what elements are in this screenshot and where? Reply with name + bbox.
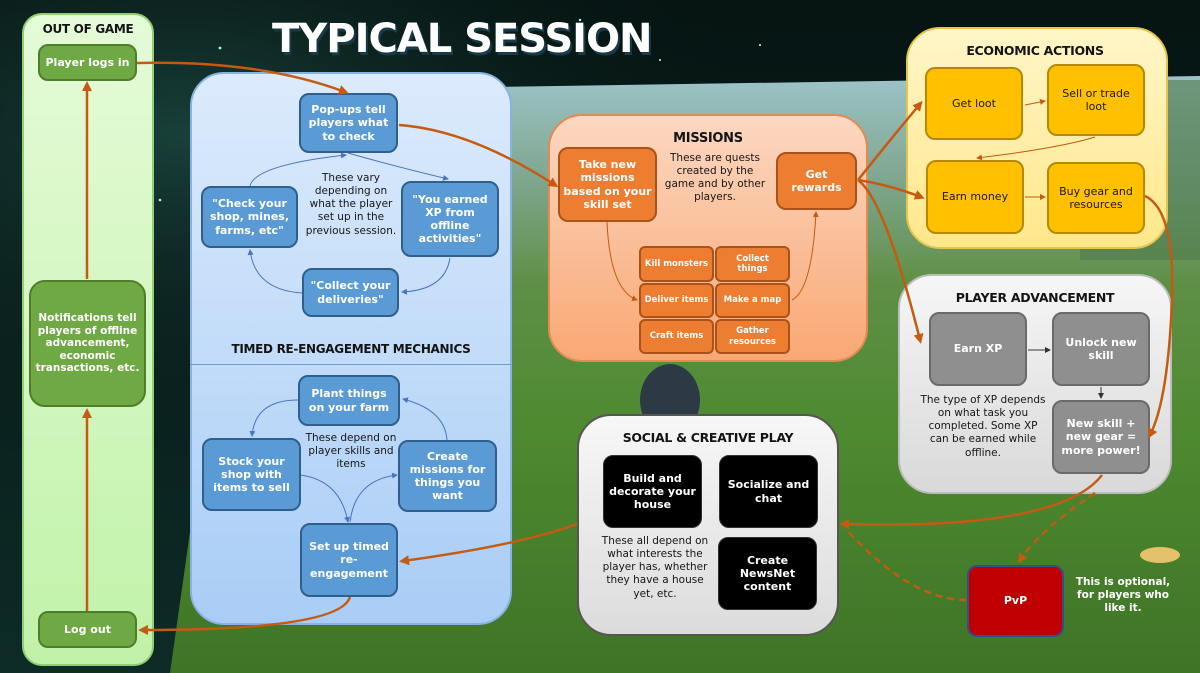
panel-divider [190,364,512,365]
advancement-note: The type of XP depends on what task you … [920,394,1046,459]
economic-heading: ECONOMIC ACTIONS [966,43,1104,58]
missions-heading: MISSIONS [673,131,743,146]
popups-box: Pop-ups tell players what to check [299,93,398,153]
social-heading: SOCIAL & CREATIVE PLAY [622,430,794,445]
popups-note: These vary depending on what the player … [305,172,397,237]
pvp-note: This is optional, for players who like i… [1075,576,1171,615]
notifications-box: Notifications tell players of offline ad… [29,280,146,407]
setup-timed-box: Set up timed re-engagement [300,523,398,597]
mission-type-collect: Collect things [715,246,790,282]
sell-loot-box: Sell or trade loot [1047,64,1145,136]
get-loot-box: Get loot [925,67,1023,140]
missions-note: These are quests created by the game and… [664,152,766,204]
mission-type-craft: Craft items [639,319,714,354]
newsnet-box: Create NewsNet content [718,537,817,610]
earn-xp-box: Earn XP [929,312,1027,386]
earned-xp-box: "You earned XP from offline activities" [401,181,499,257]
mission-type-kill: Kill monsters [639,246,714,282]
timed-heading: TIMED RE-ENGAGEMENT MECHANICS [231,342,471,356]
more-power-box: New skill + new gear = more power! [1052,400,1150,474]
timed-note: These depend on player skills and items [305,432,397,471]
login-box: Player logs in [38,44,137,81]
mission-type-map: Make a map [715,283,790,318]
unlock-skill-box: Unlock new skill [1052,312,1150,386]
mission-type-gather: Gather resources [715,319,790,354]
take-missions-box: Take new missions based on your skill se… [558,147,657,222]
pvp-box: PvP [967,565,1064,637]
create-missions-box: Create missions for things you want [398,440,497,512]
stock-shop-box: Stock your shop with items to sell [202,438,301,511]
page-title: TYPICAL SESSION [272,16,652,62]
collect-deliveries-box: "Collect your deliveries" [302,268,399,317]
check-shop-box: "Check your shop, mines, farms, etc" [201,186,298,248]
buy-gear-box: Buy gear and resources [1047,162,1145,234]
social-note: These all depend on what interests the p… [601,535,709,600]
earn-money-box: Earn money [926,160,1024,234]
plant-box: Plant things on your farm [298,375,400,426]
socialize-box: Socialize and chat [719,455,818,528]
mission-type-deliver: Deliver items [639,283,714,318]
logout-box: Log out [38,611,137,648]
build-house-box: Build and decorate your house [603,455,702,528]
get-rewards-box: Get rewards [776,152,857,210]
out-of-game-heading: OUT OF GAME [42,22,134,36]
advancement-heading: PLAYER ADVANCEMENT [955,290,1115,305]
